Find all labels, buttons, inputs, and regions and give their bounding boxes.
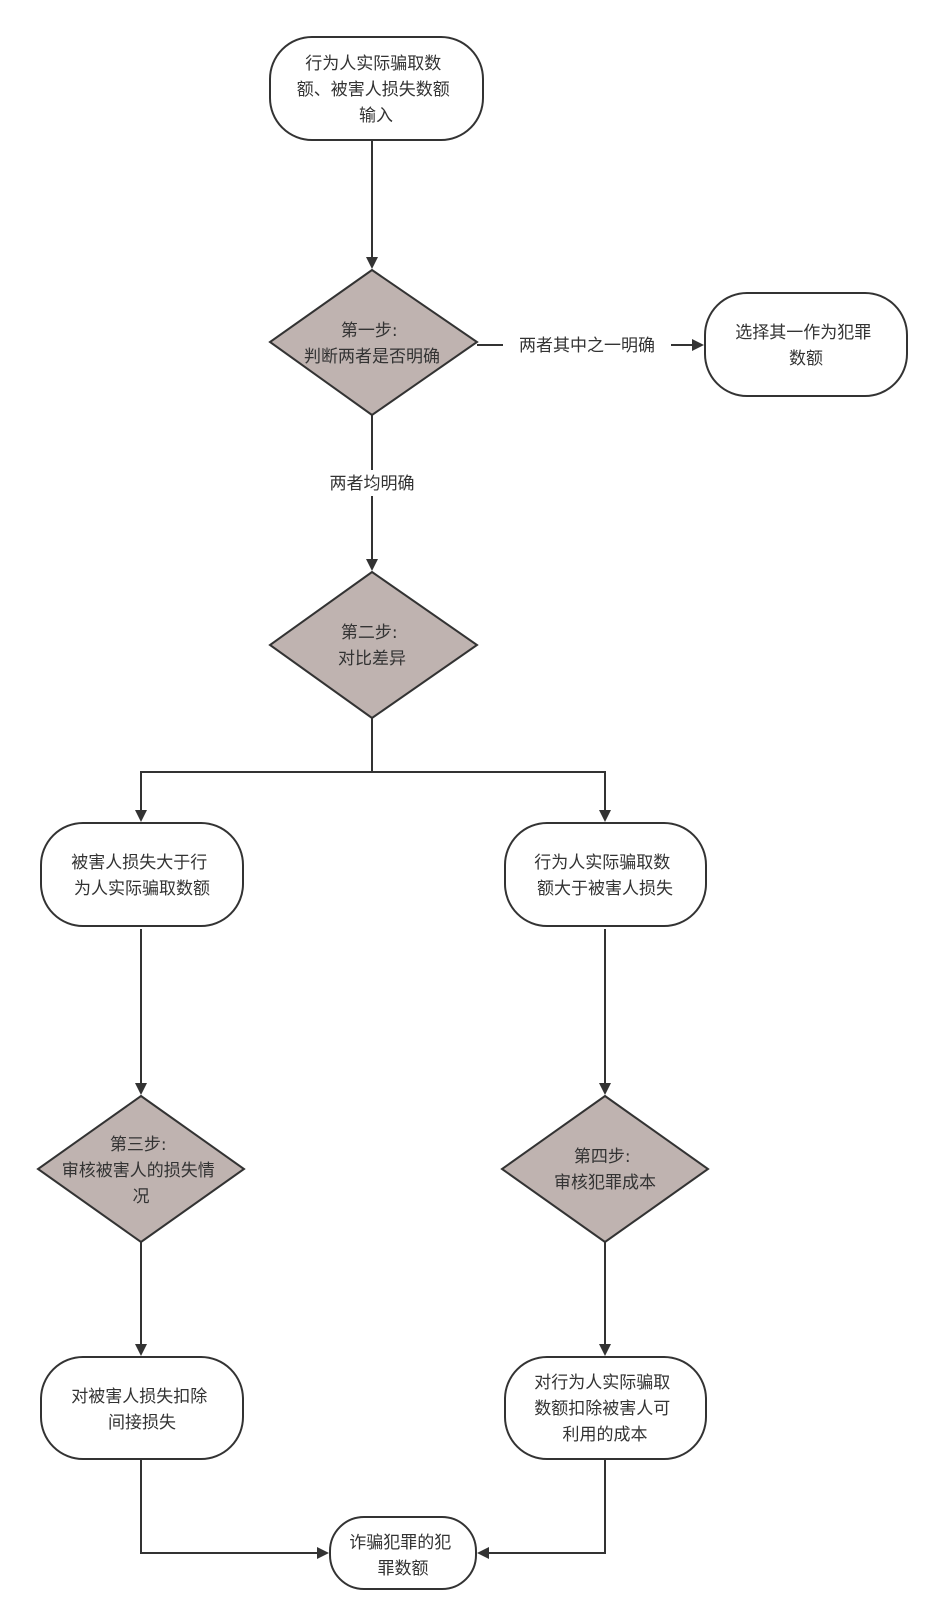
- node-victim-loss-line-2: 为人实际骗取数额: [74, 879, 210, 899]
- decision-shape: [500, 1094, 710, 1244]
- node-actor-amount-greater: 行为人实际骗取数 额大于被害人损失: [504, 822, 707, 927]
- svg-text:对行为人实际骗取 数额扣除被害人可: 对行为人实际骗取 数额扣除被害人可 利用的成本: [534, 1373, 675, 1445]
- edge-deduct-cost-to-result: [477, 1459, 606, 1559]
- node-step3-line-1: 第三步:: [110, 1135, 167, 1155]
- node-input-line-2: 额、被害人损失数额: [297, 80, 450, 100]
- node-select-one-line-1: 选择其一作为犯罪: [735, 323, 871, 343]
- node-actor-amount-line-1: 行为人实际骗取数: [534, 853, 670, 873]
- node-deduct-cost: 对行为人实际骗取 数额扣除被害人可 利用的成本: [504, 1356, 707, 1460]
- node-step3: 第三步: 审核被害人的损失情 况: [36, 1094, 246, 1244]
- node-deduct-cost-line-3: 利用的成本: [563, 1425, 648, 1445]
- edge-label-both-clear: 两者均明确: [330, 474, 415, 494]
- node-deduct-indirect-line-2: 间接损失: [108, 1413, 176, 1433]
- terminal-shape: [329, 1516, 477, 1590]
- node-result-line-1: 诈骗犯罪的犯: [349, 1533, 451, 1553]
- svg-text:对被害人损失扣除 间接损失: 对被害人损失扣除 间接损失: [71, 1387, 212, 1433]
- node-step1-line-2: 判断两者是否明确: [304, 347, 440, 367]
- node-step4-line-2: 审核犯罪成本: [554, 1173, 656, 1193]
- node-result-line-2: 罪数额: [378, 1559, 429, 1579]
- terminal-shape: [40, 822, 244, 927]
- node-input: 行为人实际骗取数 额、被害人损失数额 输入: [269, 36, 484, 141]
- node-step1-line-1: 第一步:: [341, 321, 398, 341]
- svg-text:第一步: 判断两者是否明确: 第一步: 判断两者是否明确: [304, 321, 440, 367]
- node-deduct-indirect: 对被害人损失扣除 间接损失: [40, 1356, 244, 1460]
- node-input-line-1: 行为人实际骗取数: [305, 54, 441, 74]
- edge-labels: 两者其中之一明确 两者均明确: [318, 332, 671, 496]
- node-victim-loss-greater: 被害人损失大于行 为人实际骗取数额: [40, 822, 244, 927]
- edge-step2-to-actor-amount: [372, 771, 611, 822]
- node-input-line-3: 输入: [359, 106, 393, 126]
- svg-text:被害人损失大于行 为人实际骗取数额: 被害人损失大于行 为人实际骗取数额: [71, 853, 212, 899]
- svg-text:行为人实际骗取数 额、被害人损失数额: 行为人实际骗取数 额、被害人损失数额 输入: [297, 54, 455, 126]
- node-step2-line-1: 第二步:: [341, 623, 398, 643]
- terminal-shape: [269, 36, 484, 141]
- svg-text:第二步: 对比差异: 第二步: 对比差异: [338, 623, 406, 669]
- edge-label-one-clear: 两者其中之一明确: [519, 336, 655, 356]
- node-step1: 第一步: 判断两者是否明确: [268, 268, 479, 417]
- node-step4-line-1: 第四步:: [574, 1147, 631, 1167]
- node-actor-amount-line-2: 额大于被害人损失: [537, 879, 673, 899]
- node-step3-line-3: 况: [133, 1187, 150, 1207]
- svg-text:选择其一作为犯罪 数额: 选择其一作为犯罪 数额: [735, 323, 876, 369]
- edge-deduct-indirect-to-result: [140, 1459, 329, 1559]
- decision-shape: [268, 268, 479, 417]
- terminal-shape: [504, 822, 707, 927]
- node-select-one: 选择其一作为犯罪 数额: [704, 292, 908, 397]
- svg-text:第四步: 审核犯罪成本: 第四步: 审核犯罪成本: [554, 1147, 656, 1193]
- node-select-one-line-2: 数额: [789, 349, 823, 369]
- decision-shape: [268, 570, 479, 720]
- svg-text:行为人实际骗取数 额大于被害人损失: 行为人实际骗取数 额大于被害人损失: [534, 853, 675, 899]
- decision-shape: [36, 1094, 246, 1244]
- terminal-shape: [704, 292, 908, 397]
- edge-step2-to-victim-loss: [135, 718, 373, 822]
- node-step3-line-2: 审核被害人的损失情: [62, 1161, 215, 1181]
- node-result: 诈骗犯罪的犯 罪数额: [329, 1516, 477, 1590]
- node-deduct-indirect-line-1: 对被害人损失扣除: [71, 1387, 207, 1407]
- node-step2: 第二步: 对比差异: [268, 570, 479, 720]
- node-step4: 第四步: 审核犯罪成本: [500, 1094, 710, 1244]
- terminal-shape: [40, 1356, 244, 1460]
- node-deduct-cost-line-1: 对行为人实际骗取: [534, 1373, 670, 1393]
- node-deduct-cost-line-2: 数额扣除被害人可: [534, 1399, 670, 1419]
- terminal-shape: [504, 1356, 707, 1460]
- node-victim-loss-line-1: 被害人损失大于行: [71, 853, 207, 873]
- svg-text:第三步: 审核被害人的损失情 况: 第三步: 审核被害人的损失情 况: [62, 1135, 220, 1207]
- node-step2-line-2: 对比差异: [338, 649, 406, 669]
- svg-text:诈骗犯罪的犯 罪数额: 诈骗犯罪的犯 罪数额: [349, 1533, 456, 1579]
